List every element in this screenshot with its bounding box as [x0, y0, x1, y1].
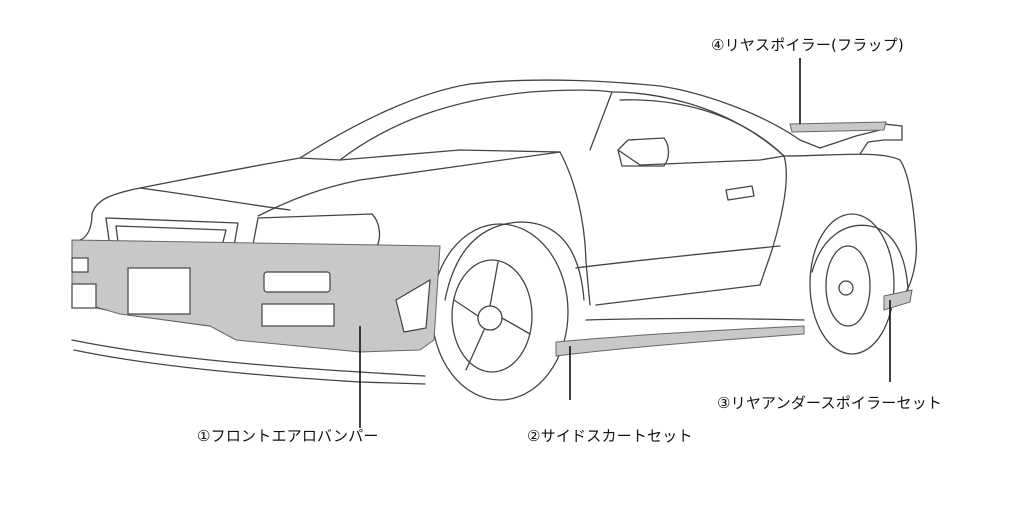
front-bumper-highlight [71, 239, 441, 353]
rear-under-spoiler-highlight [883, 289, 913, 311]
label-side-skirt-set: ②サイドスカートセット [527, 427, 693, 445]
leader-lines [359, 58, 891, 428]
label-rear-under-spoiler-set: ③リヤアンダースポイラーセット [717, 394, 943, 412]
label-front-aero-bumper: ①フロントエアロバンパー [197, 427, 379, 445]
aero-parts [71, 121, 913, 357]
bumper-details [71, 257, 431, 333]
car-body [71, 79, 918, 401]
rear-flap-highlight [789, 121, 887, 133]
label-rear-spoiler-flap: ④リヤスポイラー(フラップ) [711, 36, 904, 54]
side-skirt-highlight [555, 325, 805, 357]
